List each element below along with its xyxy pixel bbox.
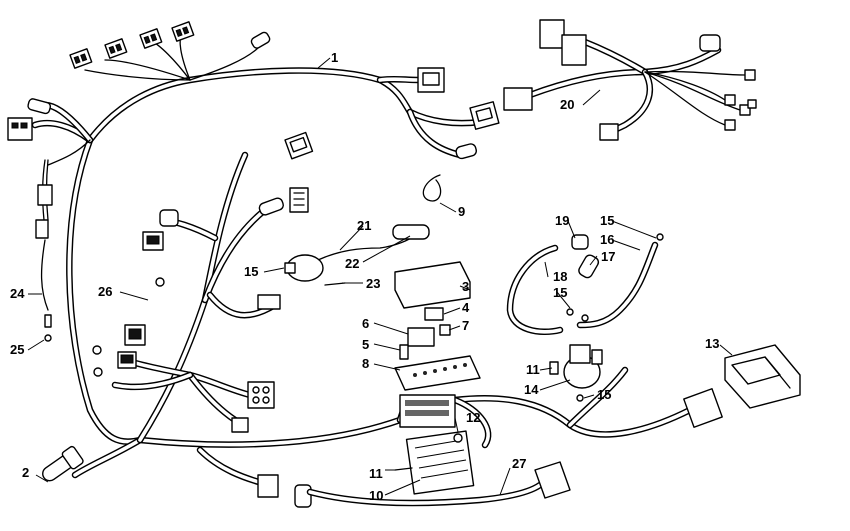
connector-near-13 xyxy=(683,388,723,428)
callout-19: 19 xyxy=(555,213,569,228)
callout-1: 1 xyxy=(331,50,338,65)
callout-27: 27 xyxy=(512,456,526,471)
callout-26: 26 xyxy=(98,284,112,299)
callout-11-a: 11 xyxy=(369,466,383,481)
callout-23: 23 xyxy=(366,276,380,291)
callout-2: 2 xyxy=(22,465,29,480)
sub-harness-20 xyxy=(503,19,757,141)
component-21-22 xyxy=(284,224,430,286)
callout-labels: 1 2 3 4 5 6 7 8 9 10 11 11 12 13 14 15 1… xyxy=(10,50,719,503)
callout-6: 6 xyxy=(362,316,369,331)
callout-15-d: 15 xyxy=(597,387,611,402)
callout-16: 16 xyxy=(600,232,614,247)
cdi-box-13 xyxy=(724,344,801,409)
harness-27 xyxy=(306,461,571,507)
callout-25: 25 xyxy=(10,342,24,357)
clamp-9 xyxy=(422,174,442,202)
callout-15-b: 15 xyxy=(600,213,614,228)
callout-12: 12 xyxy=(466,410,480,425)
callout-8: 8 xyxy=(362,356,369,371)
callout-9: 9 xyxy=(458,204,465,219)
leader-lines xyxy=(27,57,733,496)
callout-5: 5 xyxy=(362,337,369,352)
callout-14: 14 xyxy=(524,382,539,397)
relay-parts xyxy=(394,261,481,428)
callout-21: 21 xyxy=(357,218,371,233)
callout-15-a: 15 xyxy=(244,264,258,279)
regulator-10 xyxy=(394,430,475,495)
callout-4: 4 xyxy=(462,300,470,315)
callout-18: 18 xyxy=(553,269,567,284)
callout-22: 22 xyxy=(345,256,359,271)
callout-3: 3 xyxy=(462,279,469,294)
callout-24: 24 xyxy=(10,286,25,301)
harness-connectors xyxy=(7,21,500,508)
callout-11-b: 11 xyxy=(526,362,540,377)
starter-relay-14 xyxy=(506,233,664,402)
callout-20: 20 xyxy=(560,97,574,112)
callout-7: 7 xyxy=(462,318,469,333)
callout-13: 13 xyxy=(705,336,719,351)
callout-17: 17 xyxy=(601,249,615,264)
callout-10: 10 xyxy=(369,488,383,503)
callout-15-c: 15 xyxy=(553,285,567,300)
